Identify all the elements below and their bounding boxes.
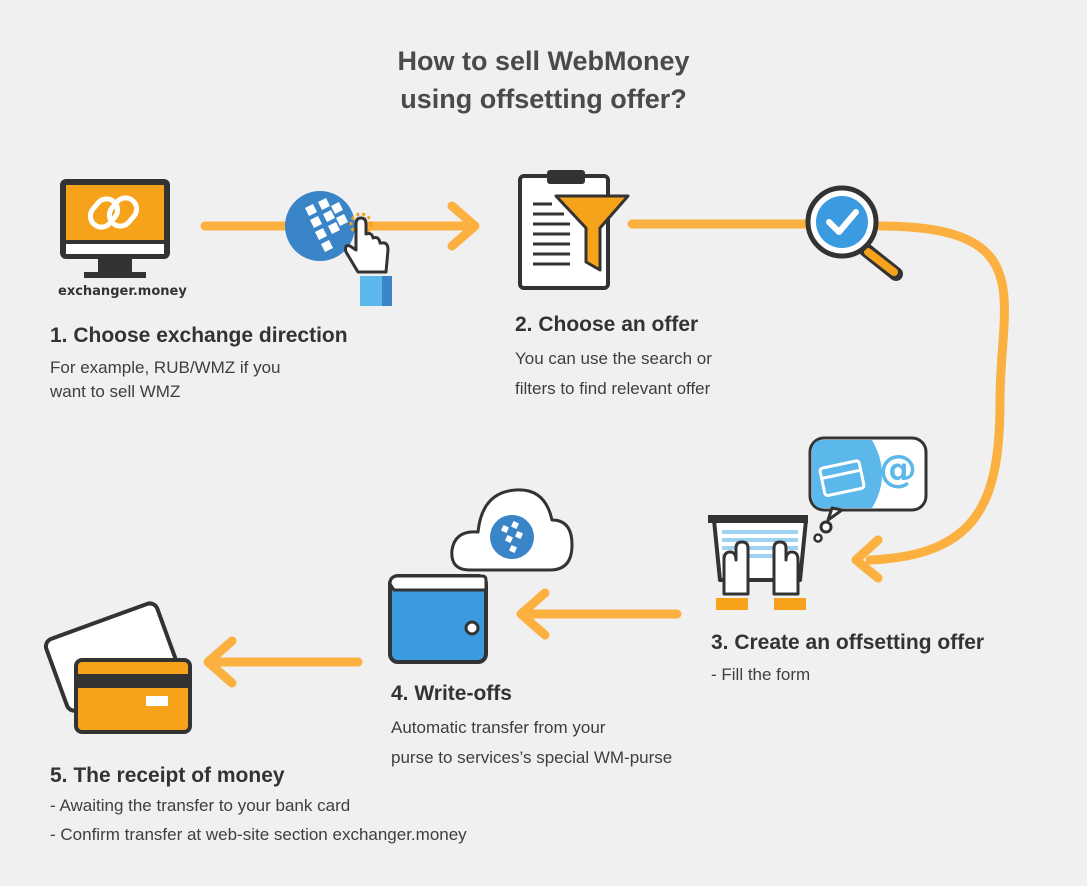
- step-line: Automatic transfer from your: [391, 718, 606, 737]
- step-line: filters to find relevant offer: [515, 379, 711, 398]
- magnifier-check-icon: [805, 185, 903, 281]
- step-heading: 5. The receipt of money: [50, 764, 285, 787]
- step-4: 4. Write-offs Automatic transfer from yo…: [391, 680, 672, 772]
- step-3: 3. Create an offsetting offer - Fill the…: [711, 629, 984, 689]
- step-heading: 3. Create an offsetting offer: [711, 631, 985, 654]
- wallet-icon: [388, 574, 488, 664]
- svg-text:@: @: [879, 447, 917, 491]
- step-heading: 1. Choose exchange direction: [50, 324, 348, 347]
- cloud-icon: [450, 488, 574, 572]
- chat-bubble-card-icon: [808, 436, 928, 543]
- step-line: - Fill the form: [711, 665, 811, 684]
- step-heading: 2. Choose an offer: [515, 313, 699, 336]
- arrow-step3-to-step4: [516, 588, 682, 640]
- step-line: - Awaiting the transfer to your bank car…: [50, 796, 351, 815]
- step-line: want to sell WMZ: [50, 382, 181, 401]
- step-line: - Confirm transfer at web-site section e…: [50, 825, 467, 844]
- title-line-1: How to sell WebMoney: [397, 46, 690, 76]
- funnel-icon: [554, 194, 630, 272]
- pointer-hand-icon: [344, 212, 392, 306]
- arrow-step4-to-step5: [203, 636, 363, 688]
- at-sign-icon: @: [879, 447, 917, 491]
- step-line: For example, RUB/WMZ if you: [50, 358, 281, 377]
- step-5: 5. The receipt of money - Awaiting the t…: [50, 762, 467, 849]
- monitor-icon: [60, 179, 170, 278]
- step-1: 1. Choose exchange direction For example…: [50, 322, 348, 406]
- bank-card-icon: [43, 601, 192, 734]
- webmoney-globe-icon: [285, 191, 355, 261]
- title-line-2: using offsetting offer?: [400, 84, 687, 114]
- laptop-typing-icon: [708, 515, 808, 610]
- step-heading: 4. Write-offs: [391, 682, 512, 705]
- step-line: purse to services’s special WM-purse: [391, 748, 673, 767]
- step-2: 2. Choose an offer You can use the searc…: [515, 311, 712, 403]
- page-title: How to sell WebMoney using offsetting of…: [0, 42, 1087, 118]
- arrow-step2-to-step3: [627, 219, 1009, 583]
- brand-label: exchanger.money: [58, 284, 187, 299]
- step-line: You can use the search or: [515, 349, 712, 368]
